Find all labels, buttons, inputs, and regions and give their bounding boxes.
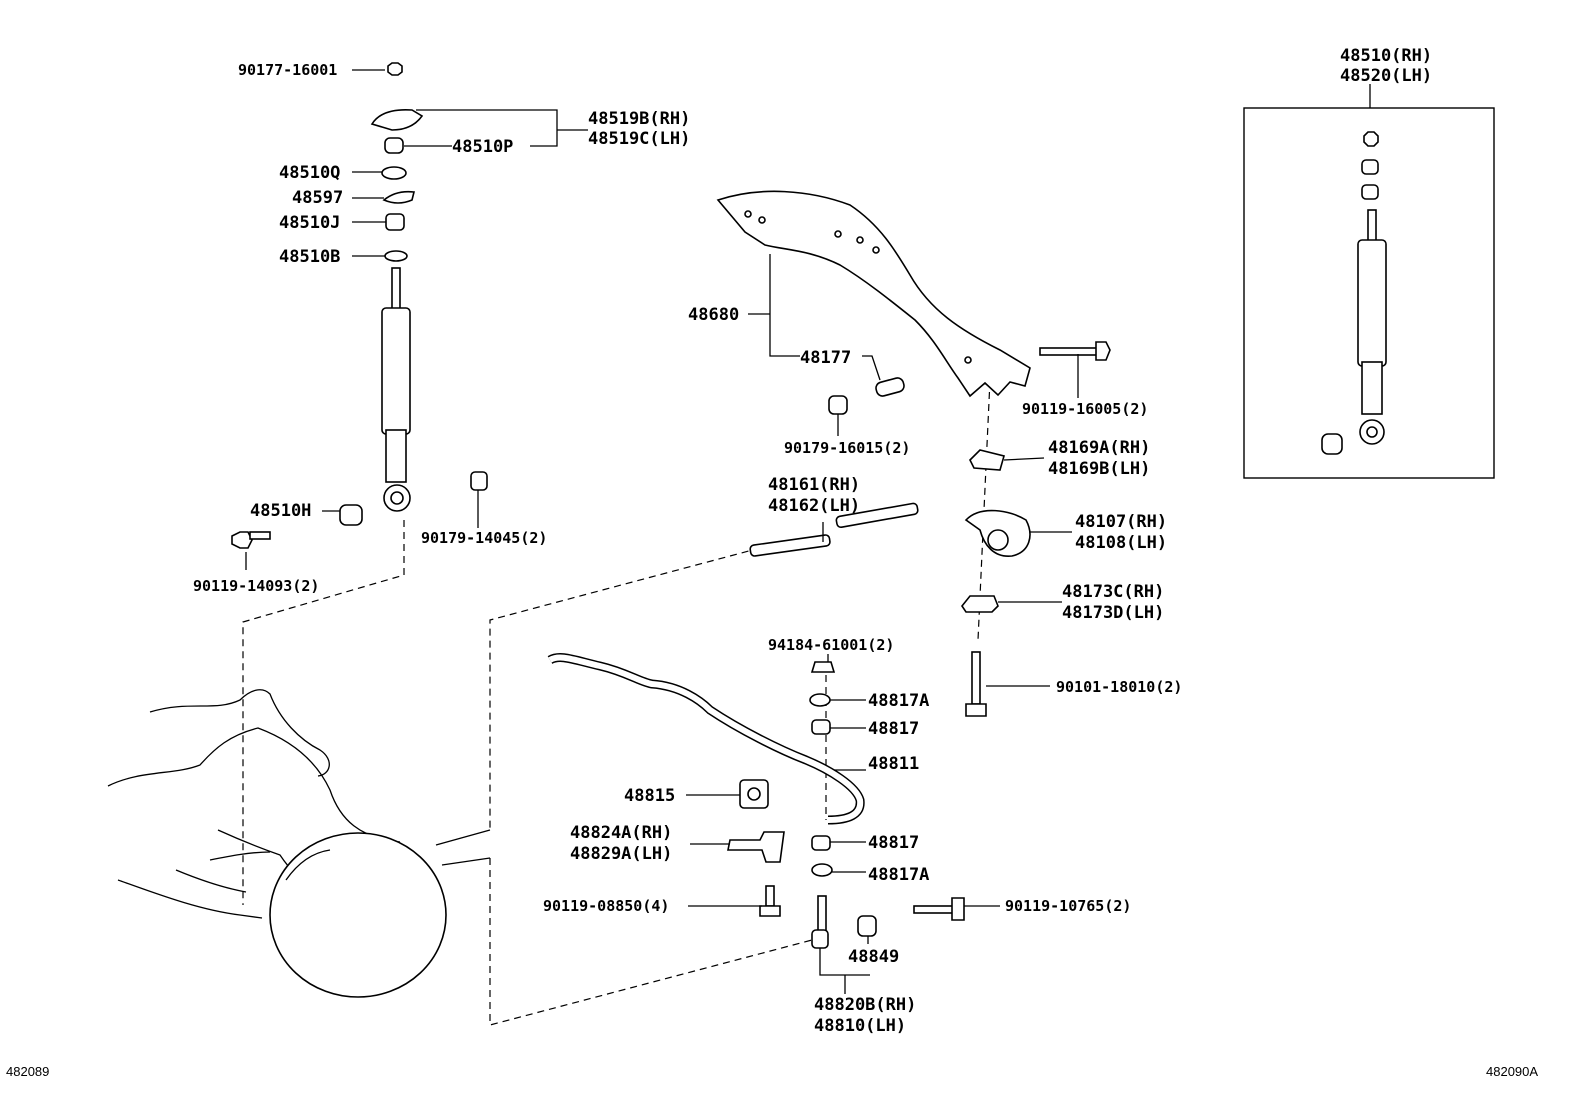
- bracket-icon: [370, 108, 424, 131]
- label-48815: 48815: [624, 786, 675, 806]
- stabilizer-assembly: [547, 653, 1000, 994]
- label-48510H: 48510H: [250, 501, 311, 521]
- shock-rod-icon: [1367, 209, 1377, 245]
- nut-icon: [1363, 131, 1379, 147]
- bolt-icon: [971, 651, 981, 705]
- label-48162: 48162(LH): [768, 496, 860, 516]
- label-48849: 48849: [848, 947, 899, 967]
- label-48817-top: 48817: [868, 719, 919, 739]
- bushing-icon: [339, 504, 363, 526]
- bracket-icon: [727, 831, 785, 863]
- inset-title-lh: 48520(LH): [1340, 66, 1432, 86]
- bushing-icon: [1361, 159, 1379, 175]
- retainer-icon: [382, 190, 415, 204]
- inset-title-rh: 48510(RH): [1340, 46, 1432, 66]
- shock-lower-icon: [385, 429, 407, 483]
- cushion-icon: [811, 719, 831, 735]
- bushing-icon: [1361, 184, 1379, 200]
- label-48820B: 48820B(RH): [814, 995, 916, 1015]
- label-90179-14045: 90179-14045(2): [421, 529, 547, 547]
- shock-body-icon: [381, 307, 411, 435]
- label-90119-10765: 90119-10765(2): [1005, 897, 1131, 915]
- label-48817-bottom: 48817: [868, 833, 919, 853]
- bushing-icon: [384, 137, 404, 154]
- figure-number-left: 482089: [6, 1064, 49, 1079]
- label-90119-16005: 90119-16005(2): [1022, 400, 1148, 418]
- label-90101-18010: 90101-18010(2): [1056, 678, 1182, 696]
- washer-icon: [381, 166, 407, 180]
- pin-icon: [875, 377, 905, 397]
- bolt-icon: [1039, 347, 1099, 356]
- label-48811: 48811: [868, 754, 919, 774]
- bushing-icon: [385, 213, 405, 231]
- nut-icon: [828, 395, 848, 415]
- cushion-icon: [811, 835, 831, 851]
- label-48108: 48108(LH): [1075, 533, 1167, 553]
- label-48817A-bottom: 48817A: [868, 865, 929, 885]
- label-48173C: 48173C(RH): [1062, 582, 1164, 602]
- figure-number-right: 482090A: [1486, 1064, 1538, 1079]
- arm-assembly: [716, 190, 1111, 717]
- bushing-icon: [1321, 433, 1343, 455]
- bushing-icon: [857, 915, 877, 937]
- shock-body-icon: [1357, 239, 1387, 367]
- shock-absorber-assembly: [231, 62, 588, 570]
- label-48510Q: 48510Q: [279, 163, 340, 183]
- bolt-icon: [765, 885, 775, 907]
- label-48173D: 48173D(LH): [1062, 603, 1164, 623]
- torsion-bar-icon: [835, 502, 919, 529]
- label-90177-16001: 90177-16001: [238, 61, 337, 79]
- label-94184-61001: 94184-61001(2): [768, 636, 894, 654]
- label-48519B: 48519B(RH): [588, 109, 690, 129]
- label-48510J: 48510J: [279, 213, 340, 233]
- label-48817A-top: 48817A: [868, 691, 929, 711]
- nut-icon: [810, 661, 836, 673]
- label-48680: 48680: [688, 305, 739, 325]
- part-labels: 90177-16001 48519B(RH) 48519C(LH) 48510P…: [6, 46, 1538, 1079]
- label-90119-14093: 90119-14093(2): [193, 577, 319, 595]
- bolt-head-icon: [231, 531, 253, 549]
- label-48510B: 48510B: [279, 247, 340, 267]
- label-48824A: 48824A(RH): [570, 823, 672, 843]
- label-48177: 48177: [800, 348, 851, 368]
- frame-sketch: [107, 379, 991, 1026]
- plate-icon: [969, 449, 1005, 471]
- label-48510P: 48510P: [452, 137, 513, 157]
- link-icon: [817, 895, 827, 935]
- label-48519C: 48519C(LH): [588, 129, 690, 149]
- label-48169B: 48169B(LH): [1048, 459, 1150, 479]
- torsion-bar-icon: [749, 534, 831, 557]
- label-48829A: 48829A(LH): [570, 844, 672, 864]
- label-48810: 48810(LH): [814, 1016, 906, 1036]
- cushion-icon: [809, 693, 831, 707]
- arm-icon: [716, 190, 1031, 398]
- nut-icon: [470, 471, 488, 491]
- label-90179-16015: 90179-16015(2): [784, 439, 910, 457]
- label-48107: 48107(RH): [1075, 512, 1167, 532]
- inset-shock-absorber: [1243, 84, 1495, 479]
- plate-icon: [961, 595, 999, 613]
- label-48169A: 48169A(RH): [1048, 438, 1150, 458]
- label-90119-08850: 90119-08850(4): [543, 897, 669, 915]
- label-48597: 48597: [292, 188, 343, 208]
- cushion-icon: [811, 863, 833, 877]
- label-48161: 48161(RH): [768, 475, 860, 495]
- washer-icon: [384, 250, 408, 262]
- shock-rod-icon: [391, 267, 401, 311]
- nut-icon: [387, 62, 403, 76]
